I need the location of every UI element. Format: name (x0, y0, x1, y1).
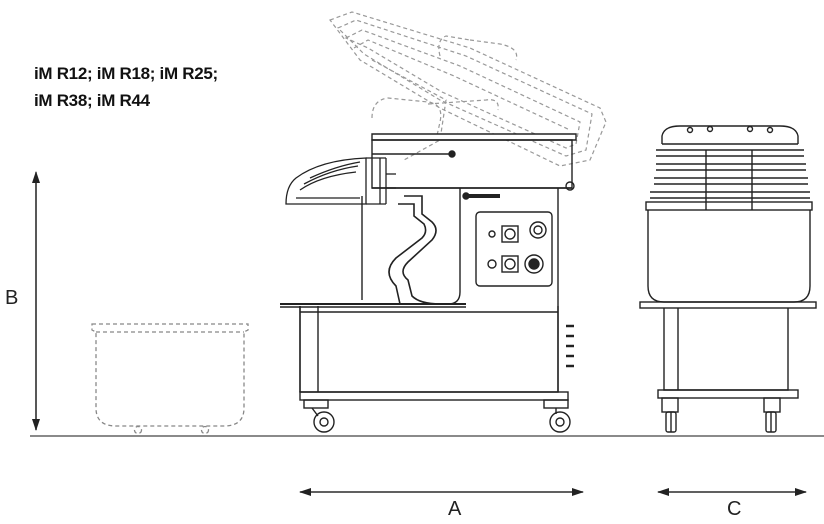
dimension-c-label: C (727, 498, 742, 520)
dimension-a-label: A (448, 498, 462, 520)
dimension-b-label: B (5, 287, 19, 309)
model-list-line-1: iM R12; iM R18; iM R25; (34, 64, 218, 83)
mixer-front-view (639, 125, 817, 433)
mixer-side-view (280, 133, 577, 433)
safety-guard-grid (285, 157, 396, 205)
open-lid-dashed (329, 11, 607, 167)
removed-bowl-dashed (91, 323, 249, 435)
model-list-line-2: iM R38; iM R44 (34, 91, 150, 110)
